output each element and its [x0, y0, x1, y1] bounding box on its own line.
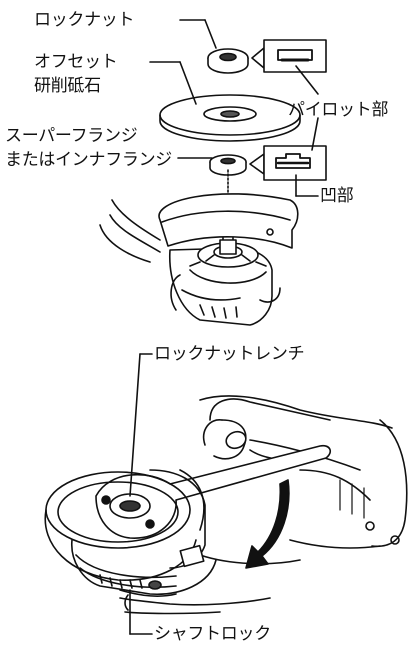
label-shaft-lock: シャフトロック [154, 624, 271, 644]
lock-nut-part [207, 48, 249, 74]
label-lock-nut: ロックナット [34, 10, 135, 30]
grinder-head-top [99, 193, 299, 326]
label-offset-wheel-line1: オフセット [34, 52, 118, 72]
label-offset-wheel-line2: 研削砥石 [34, 76, 101, 96]
hand-bottom [119, 594, 271, 615]
rotation-arrow-icon [245, 479, 290, 569]
offset-grinding-wheel [159, 94, 301, 142]
label-lock-nut-wrench: ロックナットレンチ [154, 344, 305, 364]
label-super-flange-line1: スーパーフランジ [5, 126, 138, 146]
lock-nut-wrench [95, 444, 332, 539]
label-pilot-part: パイロット部 [288, 100, 389, 120]
guard-bottom [149, 469, 206, 569]
gear-housing-bottom [71, 539, 217, 597]
recess-detail-box [249, 145, 327, 181]
label-recess: 凹部 [320, 186, 354, 206]
pilot-detail-box [251, 39, 327, 73]
label-super-flange-line2: またはインナフランジ [5, 150, 172, 170]
